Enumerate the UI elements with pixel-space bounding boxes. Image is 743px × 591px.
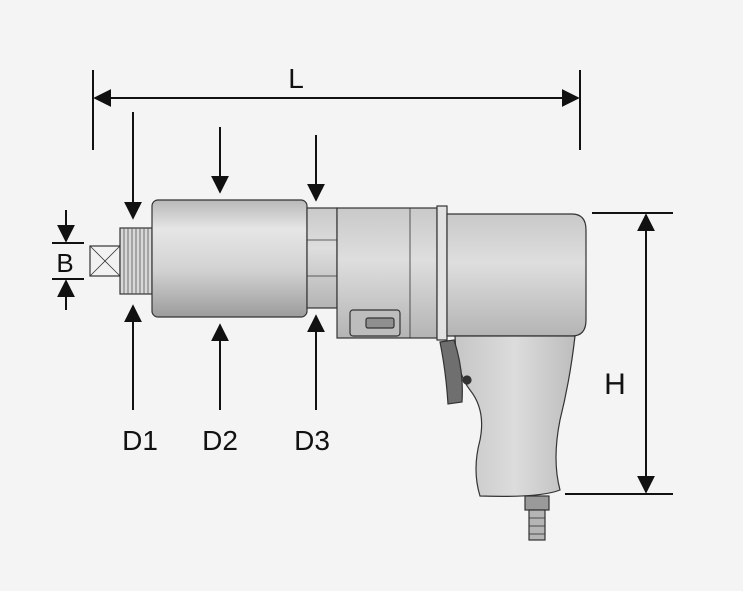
d2-label: D2 (202, 425, 238, 456)
square-drive-label: B (56, 248, 73, 278)
air-inlet-nipple (528, 509, 546, 541)
torque-tool (89, 199, 587, 541)
rear-body (446, 213, 587, 337)
pistol-grip (454, 335, 576, 497)
housing-collar (436, 205, 448, 341)
gearbox-cylinder (151, 199, 308, 318)
neck-section (306, 207, 338, 309)
d3-label: D3 (294, 425, 330, 456)
length-label: L (288, 63, 304, 94)
air-inlet-nut (524, 495, 550, 511)
height-label: H (604, 368, 626, 401)
trigger (439, 339, 463, 405)
dimension-lines (52, 70, 673, 495)
d1-label: D1 (122, 425, 158, 456)
